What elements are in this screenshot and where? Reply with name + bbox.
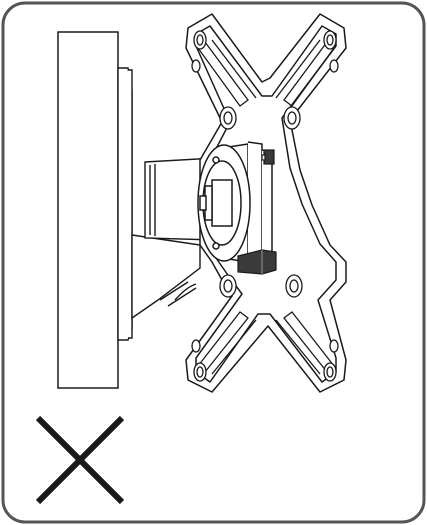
locking-clip (237, 249, 277, 275)
incorrect-x-icon (35, 415, 125, 505)
swing-arm (144, 157, 216, 241)
corner-holes (191, 30, 339, 382)
swivel-hub (197, 141, 273, 265)
wall-bracket (117, 67, 201, 341)
wall-plate (57, 31, 119, 389)
tension-knob (261, 149, 275, 165)
